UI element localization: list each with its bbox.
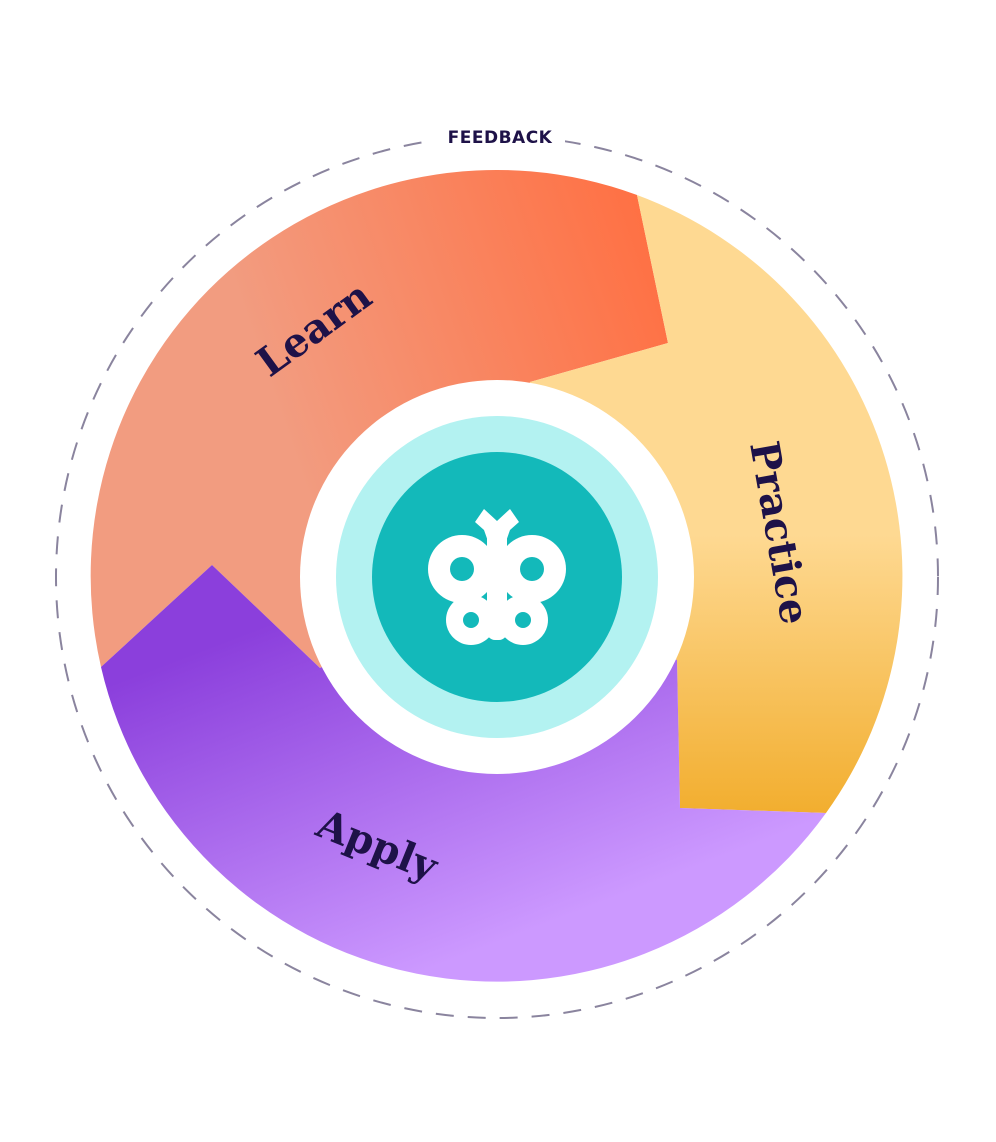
feedback-dashed-ring [55, 135, 939, 1019]
butterfly-icon [428, 509, 566, 645]
practice-segment [497, 195, 903, 813]
feedback-label: FEEDBACK [448, 128, 553, 148]
learn-segment [90, 169, 668, 668]
